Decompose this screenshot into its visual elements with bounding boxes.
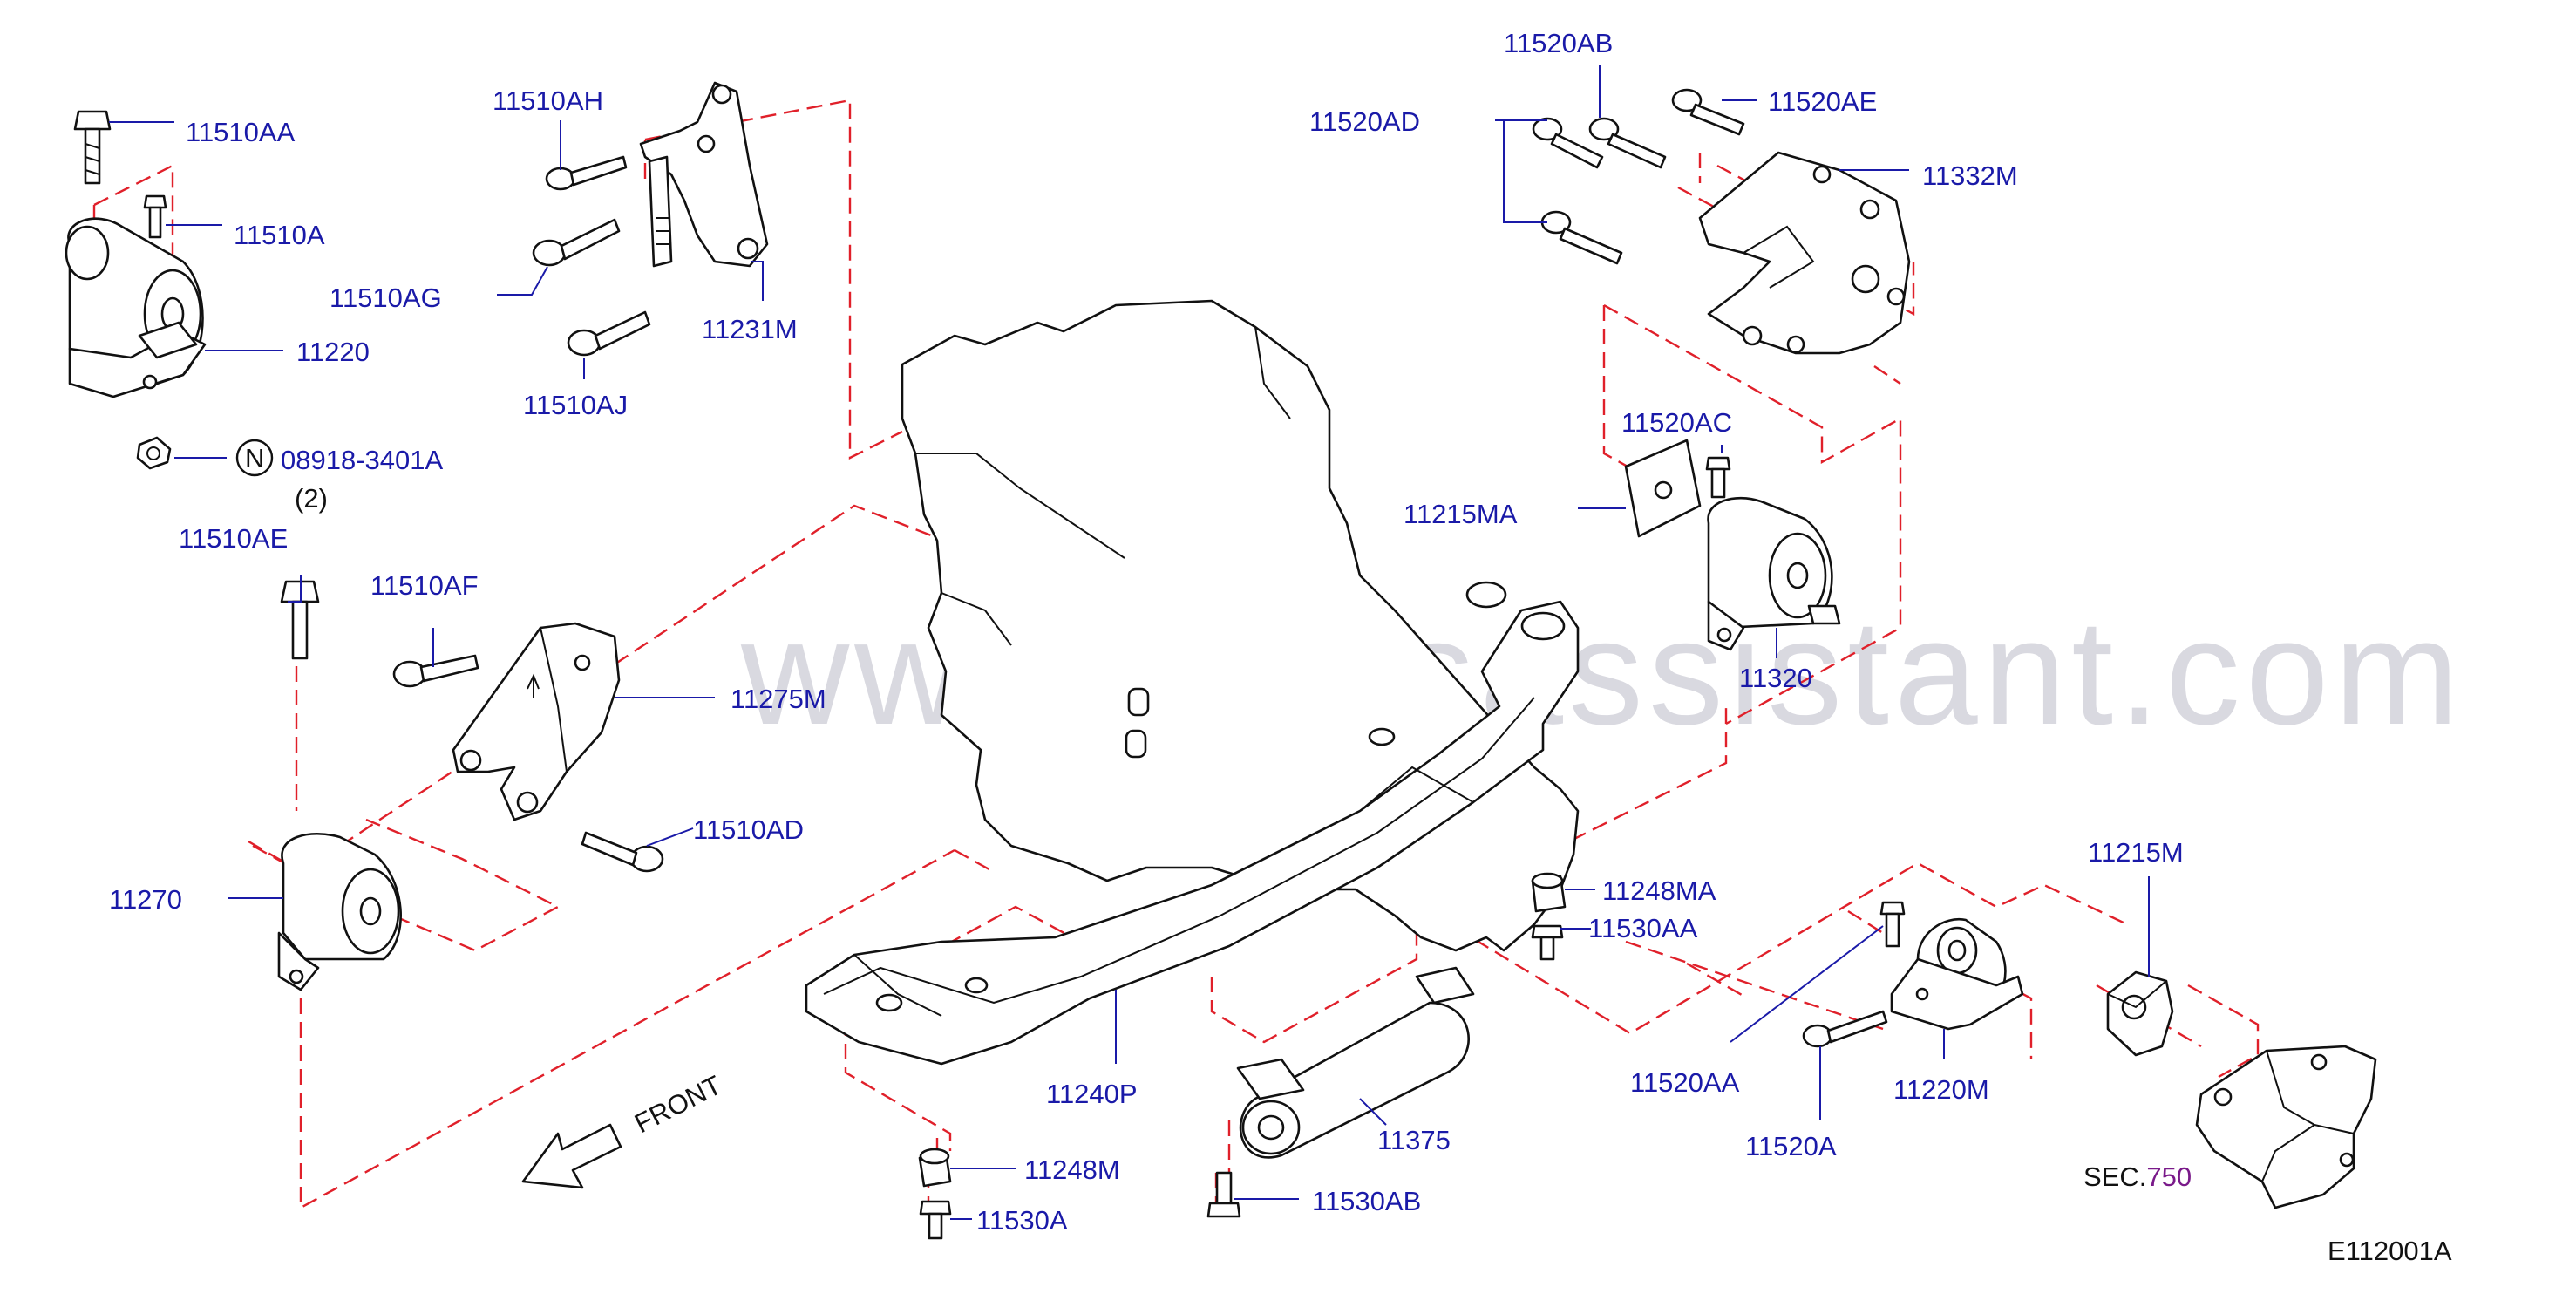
label-11510AF: 11510AF bbox=[370, 570, 479, 601]
label-sec-750: SEC.750 bbox=[2083, 1161, 2192, 1192]
label-08918-3401A: 08918-3401A bbox=[281, 445, 443, 475]
insulator-11220M bbox=[1890, 917, 2024, 1031]
insulator-11320 bbox=[1707, 496, 1841, 651]
bolt-11510A bbox=[143, 194, 167, 239]
label-11332M: 11332M bbox=[1922, 160, 2018, 191]
label-11510AD: 11510AD bbox=[693, 814, 804, 845]
label-11520AB: 11520AB bbox=[1504, 28, 1613, 58]
front-arrow-icon bbox=[521, 1123, 622, 1189]
label-11375: 11375 bbox=[1377, 1125, 1451, 1155]
label-11240P: 11240P bbox=[1046, 1079, 1138, 1109]
label-11220: 11220 bbox=[296, 337, 370, 367]
bolt-11530AB bbox=[1206, 1171, 1241, 1218]
dowel-pin-upper bbox=[1127, 687, 1150, 717]
bracket-11275M bbox=[452, 622, 621, 821]
nut-08918-3401A bbox=[136, 436, 172, 470]
label-11520AD: 11520AD bbox=[1309, 106, 1420, 137]
bolt-11510AD bbox=[581, 831, 664, 873]
bolt-11520AE bbox=[1671, 88, 1745, 136]
label-11510AG: 11510AG bbox=[330, 283, 442, 313]
stopper-11248M bbox=[918, 1148, 952, 1188]
label-11510AA: 11510AA bbox=[186, 117, 296, 147]
label-11530AB: 11530AB bbox=[1312, 1186, 1421, 1216]
label-11275M: 11275M bbox=[731, 684, 826, 714]
label-11248M: 11248M bbox=[1024, 1154, 1120, 1185]
diagram-id: E112001A bbox=[2328, 1236, 2452, 1266]
bolt-11510AE bbox=[280, 580, 320, 660]
bracket-sec750 bbox=[2195, 1045, 2377, 1209]
bolt-11510AH bbox=[545, 155, 628, 191]
leader-lines bbox=[109, 65, 2150, 1220]
label-11510AH: 11510AH bbox=[493, 85, 603, 116]
bolt-11520AD-upper bbox=[1532, 117, 1604, 169]
bolt-11510AJ bbox=[567, 310, 651, 357]
bolt-11510AF bbox=[392, 654, 479, 688]
label-11248MA: 11248MA bbox=[1602, 875, 1716, 906]
label-11220M: 11220M bbox=[1893, 1074, 1989, 1105]
bolt-11510AG bbox=[532, 218, 621, 267]
label-11215M: 11215M bbox=[2088, 837, 2184, 868]
dynamic-damper-11375 bbox=[1236, 966, 1475, 1159]
bolt-11510AA bbox=[73, 110, 112, 185]
crossmember-11240P bbox=[805, 581, 1580, 1066]
label-11510A: 11510A bbox=[234, 220, 325, 250]
label-11520AA: 11520AA bbox=[1630, 1067, 1740, 1098]
bolt-11520AC bbox=[1705, 456, 1731, 499]
label-11520AE: 11520AE bbox=[1768, 86, 1877, 117]
stopper-11248MA bbox=[1531, 872, 1567, 913]
nut-symbol: N bbox=[235, 439, 274, 477]
label-11215MA: 11215MA bbox=[1404, 499, 1518, 529]
bracket-11215M bbox=[2106, 970, 2174, 1057]
label-11510AE: 11510AE bbox=[179, 523, 288, 554]
bolt-11520AD-lower bbox=[1540, 210, 1623, 265]
label-11510AJ: 11510AJ bbox=[523, 390, 628, 420]
label-11520A: 11520A bbox=[1745, 1131, 1837, 1161]
label-11270: 11270 bbox=[109, 884, 182, 915]
bracket-11332M bbox=[1698, 151, 1911, 355]
front-label: FRONT bbox=[629, 1070, 726, 1140]
nut-symbol-letter: N bbox=[245, 443, 264, 473]
bolt-11520AA bbox=[1879, 901, 1906, 948]
bracket-11231M bbox=[639, 81, 769, 268]
label-11520AC: 11520AC bbox=[1621, 407, 1732, 438]
label-nut-qty: (2) bbox=[295, 483, 328, 514]
washer-11215MA bbox=[1624, 439, 1702, 538]
insulator-11220 bbox=[65, 217, 207, 398]
label-11231M: 11231M bbox=[702, 314, 798, 344]
part-labels: 11510AA 11510A 11220 08918-3401A (2) 115… bbox=[109, 28, 2452, 1266]
bolt-11530AA bbox=[1531, 924, 1564, 961]
bolt-11520AB bbox=[1588, 117, 1667, 169]
label-11320: 11320 bbox=[1739, 663, 1812, 693]
dowel-pin-lower bbox=[1125, 729, 1147, 759]
label-11530AA: 11530AA bbox=[1588, 913, 1698, 943]
insulator-11270 bbox=[277, 832, 402, 991]
bolt-11530A bbox=[919, 1200, 952, 1240]
bolt-11520A bbox=[1802, 1010, 1888, 1048]
label-11530A: 11530A bbox=[976, 1205, 1068, 1236]
